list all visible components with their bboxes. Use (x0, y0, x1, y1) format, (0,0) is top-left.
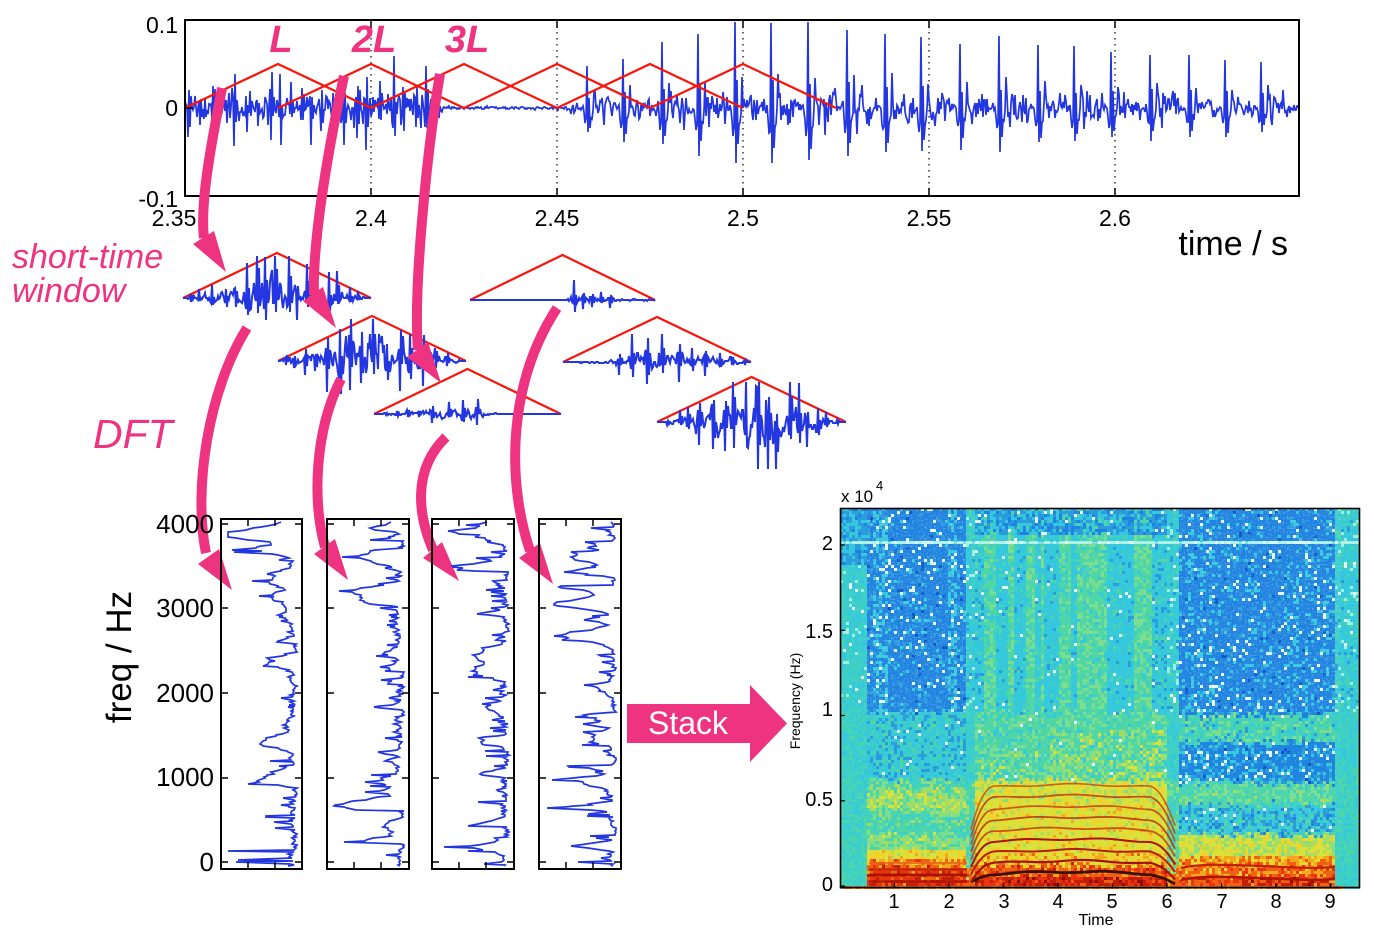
svg-text:0: 0 (165, 95, 178, 121)
svg-text:short-time: short-time (12, 238, 163, 276)
svg-text:2.5: 2.5 (727, 205, 759, 231)
svg-text:x 10: x 10 (841, 487, 873, 506)
svg-text:L: L (269, 19, 292, 61)
svg-text:1.5: 1.5 (805, 621, 833, 643)
svg-text:2.35: 2.35 (152, 205, 197, 231)
svg-text:2000: 2000 (156, 678, 214, 708)
svg-text:0: 0 (200, 847, 214, 877)
svg-text:3L: 3L (445, 19, 489, 61)
svg-text:1000: 1000 (156, 762, 214, 792)
svg-text:DFT: DFT (93, 411, 176, 457)
svg-text:freq / Hz: freq / Hz (100, 591, 139, 723)
svg-text:2.6: 2.6 (1099, 205, 1131, 231)
svg-text:9: 9 (1324, 891, 1335, 913)
svg-text:3000: 3000 (156, 593, 214, 623)
svg-text:2: 2 (822, 533, 833, 555)
svg-text:Frequency (Hz): Frequency (Hz) (787, 653, 803, 749)
svg-text:6: 6 (1161, 891, 1172, 913)
svg-text:2: 2 (943, 891, 954, 913)
svg-text:2.55: 2.55 (907, 205, 952, 231)
svg-text:Stack: Stack (648, 705, 729, 741)
svg-text:0.5: 0.5 (805, 789, 833, 811)
svg-text:0: 0 (822, 874, 833, 896)
svg-text:Time: Time (1079, 912, 1114, 929)
svg-text:3: 3 (998, 891, 1009, 913)
svg-text:-0.1: -0.1 (138, 186, 178, 212)
svg-text:4000: 4000 (156, 509, 214, 539)
svg-text:8: 8 (1270, 891, 1281, 913)
svg-text:4: 4 (1052, 891, 1063, 913)
svg-text:1: 1 (822, 699, 833, 721)
svg-text:1: 1 (888, 891, 899, 913)
svg-text:0.1: 0.1 (146, 12, 178, 38)
svg-text:5: 5 (1106, 891, 1117, 913)
svg-text:2L: 2L (351, 19, 396, 61)
svg-text:window: window (12, 272, 128, 310)
svg-text:7: 7 (1216, 891, 1227, 913)
svg-text:time / s: time / s (1178, 225, 1288, 263)
svg-text:4: 4 (876, 478, 883, 493)
svg-text:2.45: 2.45 (535, 205, 580, 231)
svg-text:2.4: 2.4 (355, 205, 387, 231)
